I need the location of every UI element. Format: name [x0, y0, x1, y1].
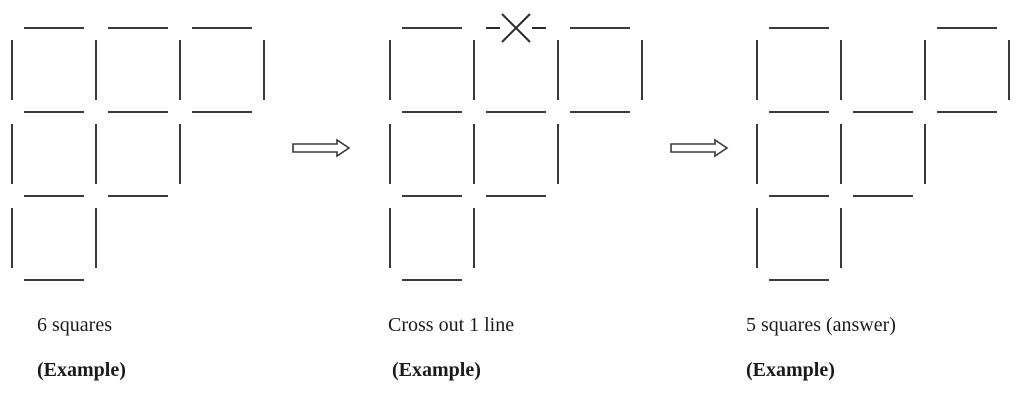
matchstick-puzzle-diagram [11, 13, 1010, 281]
cross-out-mark-icon [486, 13, 546, 43]
result-figure [756, 27, 1010, 281]
arrow-shape [670, 138, 729, 158]
arrow-shape [292, 138, 351, 158]
caption-answer: 5 squares (answer) [746, 314, 896, 336]
crossed-figure [389, 13, 643, 281]
example-tag-initial: (Example) [37, 359, 126, 381]
example-tag-answer: (Example) [746, 359, 835, 381]
caption-cross-out: Cross out 1 line [388, 314, 515, 336]
initial-figure [11, 27, 265, 281]
example-tag-cross-out: (Example) [392, 359, 481, 381]
arrow-right-icon [670, 138, 729, 158]
caption-initial: 6 squares [37, 314, 112, 336]
arrow-right-icon [292, 138, 351, 158]
